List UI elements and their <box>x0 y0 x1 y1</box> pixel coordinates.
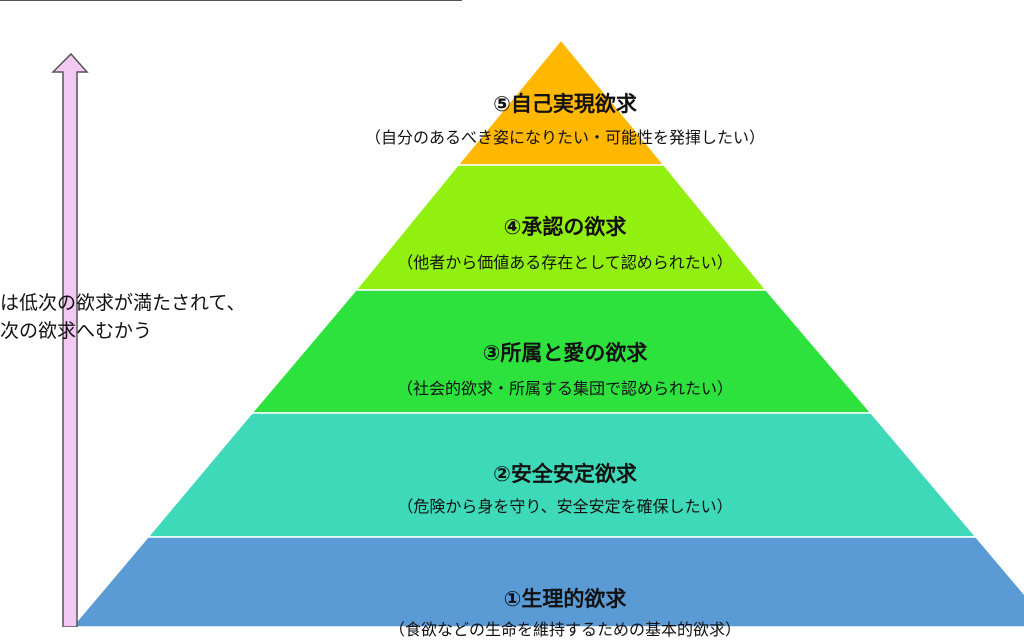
tier-2-subtitle: （危険から身を守り、安全安定を確保したい） <box>397 497 733 516</box>
tier-1-subtitle: （食欲などの生命を維持するための基本的欲求） <box>388 620 741 639</box>
pyramid-diagram <box>51 38 1024 627</box>
side-note: は低次の欲求が満たされて、 次の欲求へむかう <box>0 289 245 345</box>
tier-2-title: ②安全安定欲求 <box>493 462 637 486</box>
tier-3-title: ③所属と愛の欲求 <box>482 341 648 365</box>
tier-4-title: ④承認の欲求 <box>503 215 627 239</box>
side-note-line-1: は低次の欲求が満たされて、 <box>0 292 246 314</box>
tier-3-subtitle: （社会的欲求・所属する集団で認められたい） <box>396 379 733 398</box>
tier-1-title: ①生理的欲求 <box>503 587 627 611</box>
tier-1-physiological <box>71 536 1024 627</box>
tier-5-title: ⑤自己実現欲求 <box>493 92 637 116</box>
tier-4-subtitle: （他者から価値ある存在として認められたい） <box>397 253 733 272</box>
tier-5-subtitle: （自分のあるべき姿になりたい・可能性を発揮したい） <box>364 128 765 147</box>
side-note-line-2: 次の欲求へむかう <box>0 320 153 342</box>
upward-arrow-icon <box>51 52 89 627</box>
top-rule <box>0 0 462 1</box>
